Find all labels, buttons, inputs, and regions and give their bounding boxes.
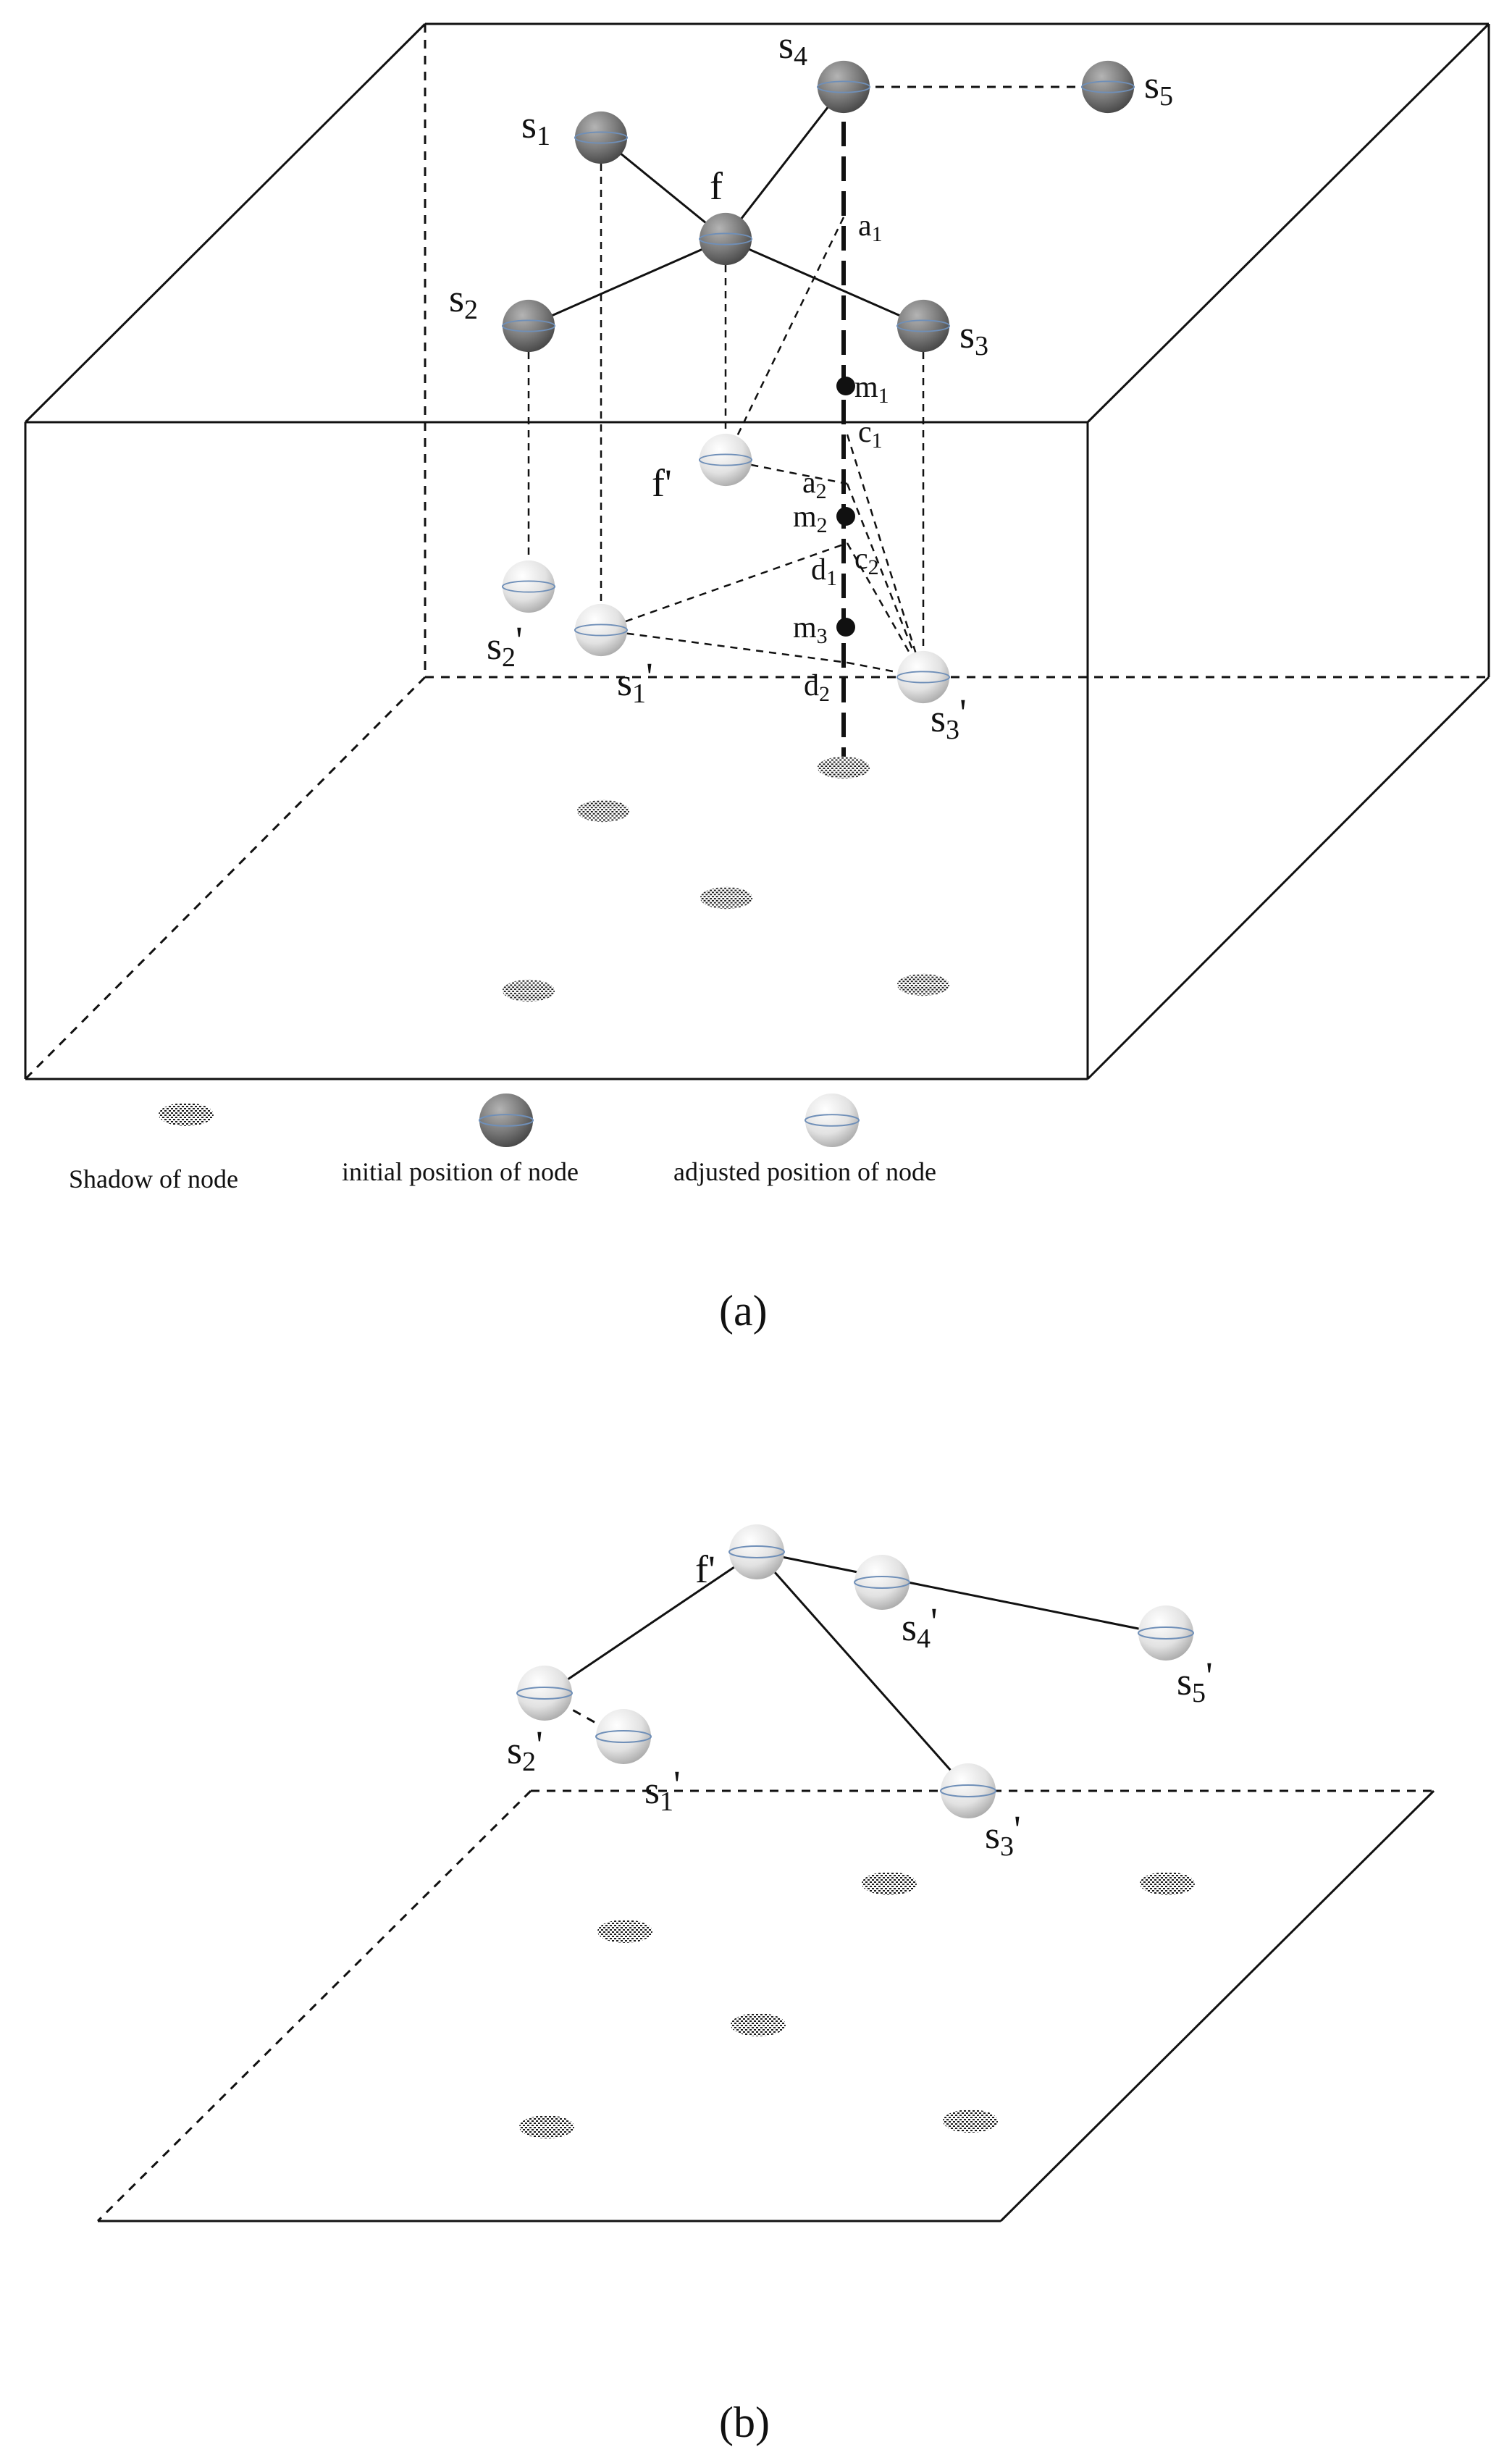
initial-connections (528, 85, 1108, 327)
label-s4-adjusted: s4' (902, 1600, 938, 1654)
label-c2: c2 (854, 542, 879, 579)
label-s5-adjusted: s5' (1177, 1654, 1213, 1708)
node-f-adjusted (698, 432, 753, 487)
caption-b: (b) (719, 2398, 770, 2446)
adjusted-nodes-b (516, 1524, 1194, 1819)
adjusted-connections (545, 1550, 1168, 1792)
shadow (519, 2115, 574, 2138)
label-s3-adjusted: s3' (931, 691, 967, 745)
node-shadows-b (519, 1872, 1195, 2138)
label-s5: s5 (1144, 63, 1173, 112)
node-s3-adjusted (940, 1763, 996, 1819)
shadow (700, 886, 753, 910)
node-s1-adjusted (595, 1708, 652, 1765)
legend-initial-label: initial position of node (342, 1157, 579, 1186)
shadow (896, 973, 950, 996)
point-labels: a1 m1 c1 a2 m2 c2 d1 m3 d2 (793, 209, 889, 706)
label-f-adjusted: f' (695, 1548, 715, 1591)
legend-adjusted-label: adjusted position of node (673, 1157, 936, 1186)
node-s4-initial (816, 59, 871, 114)
node-s2-adjusted (501, 559, 556, 614)
node-f-adjusted (728, 1524, 785, 1580)
panel-b: f' s4' s5' s2' s1' s3' (b) (96, 1524, 1435, 2446)
label-c1: c1 (858, 416, 883, 453)
node-s3-adjusted (896, 650, 951, 705)
legend-shadow-swatch (159, 1103, 214, 1126)
label-f: f (710, 164, 723, 208)
projection-lines (527, 138, 925, 679)
node-f-initial (698, 211, 753, 266)
shadow (817, 756, 870, 779)
label-m1: m1 (854, 371, 889, 408)
node-labels: s1 s4 s5 f s2 s3 f' s2' s1' s3' (449, 23, 1173, 745)
node-s3-initial (896, 298, 951, 353)
point-m2 (836, 507, 855, 526)
adjusted-nodes (501, 432, 951, 705)
node-s5-adjusted (1138, 1605, 1194, 1661)
shadow (731, 2013, 786, 2036)
node-s4-adjusted (854, 1554, 910, 1611)
box-frame (24, 22, 1490, 1080)
legend-initial-swatch (478, 1092, 534, 1149)
shadow (943, 2110, 998, 2133)
label-a2: a2 (802, 466, 827, 503)
label-s2-adjusted: s2' (487, 618, 523, 673)
label-s3-adjusted: s3' (985, 1808, 1021, 1862)
caption-a: (a) (719, 1287, 768, 1335)
label-s4: s4 (778, 23, 807, 72)
label-s1-adjusted: s1' (644, 1763, 681, 1817)
shadow (502, 979, 555, 1002)
node-s1-adjusted (574, 603, 629, 658)
point-m1 (836, 377, 855, 395)
shadow (862, 1872, 917, 1895)
plane (96, 1789, 1435, 2222)
box-hidden-edges (24, 24, 1489, 1080)
node-s5-initial (1080, 59, 1135, 114)
label-s1: s1 (521, 103, 550, 151)
label-d2: d2 (804, 669, 830, 706)
legend-shadow-label: Shadow of node (69, 1164, 238, 1193)
label-s3: s3 (959, 313, 988, 361)
panel-a: s1 s4 s5 f s2 s3 f' s2' s1' s3' a1 m1 c1… (24, 22, 1490, 1335)
node-labels-b: f' s4' s5' s2' s1' s3' (507, 1548, 1213, 1862)
m-points (836, 377, 855, 637)
shadow (576, 799, 630, 823)
node-s2-initial (501, 298, 556, 353)
legend: Shadow of node initial position of node … (69, 1092, 936, 1193)
label-a1: a1 (858, 209, 883, 246)
label-s2-adjusted: s2' (507, 1723, 543, 1777)
legend-adjusted-swatch (804, 1092, 860, 1149)
label-f-adjusted: f' (652, 461, 672, 505)
shadow (1140, 1872, 1195, 1895)
label-d1: d1 (811, 553, 837, 590)
point-m3 (836, 618, 855, 637)
label-s1-adjusted: s1' (617, 655, 653, 709)
node-s1-initial (574, 110, 629, 165)
label-s2: s2 (449, 277, 478, 325)
shadow (597, 1920, 652, 1943)
initial-nodes (501, 59, 1135, 353)
label-m3: m3 (793, 611, 828, 648)
label-m2: m2 (793, 500, 828, 537)
node-shadows (502, 756, 950, 1002)
node-s2-adjusted (516, 1665, 573, 1721)
